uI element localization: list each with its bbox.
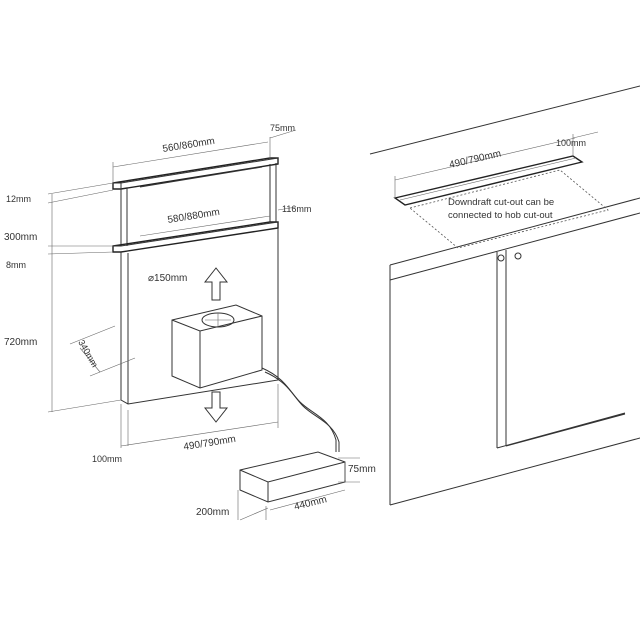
right-dimension-lines (394, 131, 599, 198)
label-box-width: 440mm (293, 494, 328, 513)
label-height-12: 12mm (6, 194, 31, 204)
worktop-drawing (369, 85, 640, 506)
note-line-1: Downdraft cut-out can be (448, 197, 554, 208)
label-cutout-width: 490/790mm (448, 148, 502, 171)
label-cutout-depth: 100mm (556, 138, 586, 148)
label-bottom-offset: 100mm (92, 454, 122, 464)
label-fan-depth: 340mm (76, 338, 100, 369)
label-outlet-diameter: ⌀150mm (148, 273, 187, 284)
label-height-720: 720mm (4, 337, 37, 348)
label-lower-depth: 116mm (282, 204, 311, 214)
label-top-depth: 75mm (270, 123, 295, 133)
note-line-2: connected to hob cut-out (448, 210, 553, 221)
label-body-width: 490/790mm (183, 434, 237, 453)
label-top-width: 560/860mm (162, 136, 216, 155)
label-height-300: 300mm (4, 232, 37, 243)
label-lower-width: 580/880mm (167, 207, 221, 226)
left-dimension-lines (47, 129, 360, 521)
left-labels: 560/860mm 75mm 12mm 300mm 8mm 580/880mm … (4, 123, 376, 518)
right-labels: 490/790mm 100mm Downdraft cut-out can be… (448, 138, 586, 221)
label-box-depth: 200mm (196, 507, 229, 518)
label-height-8: 8mm (6, 260, 26, 270)
label-box-height: 75mm (348, 464, 376, 475)
